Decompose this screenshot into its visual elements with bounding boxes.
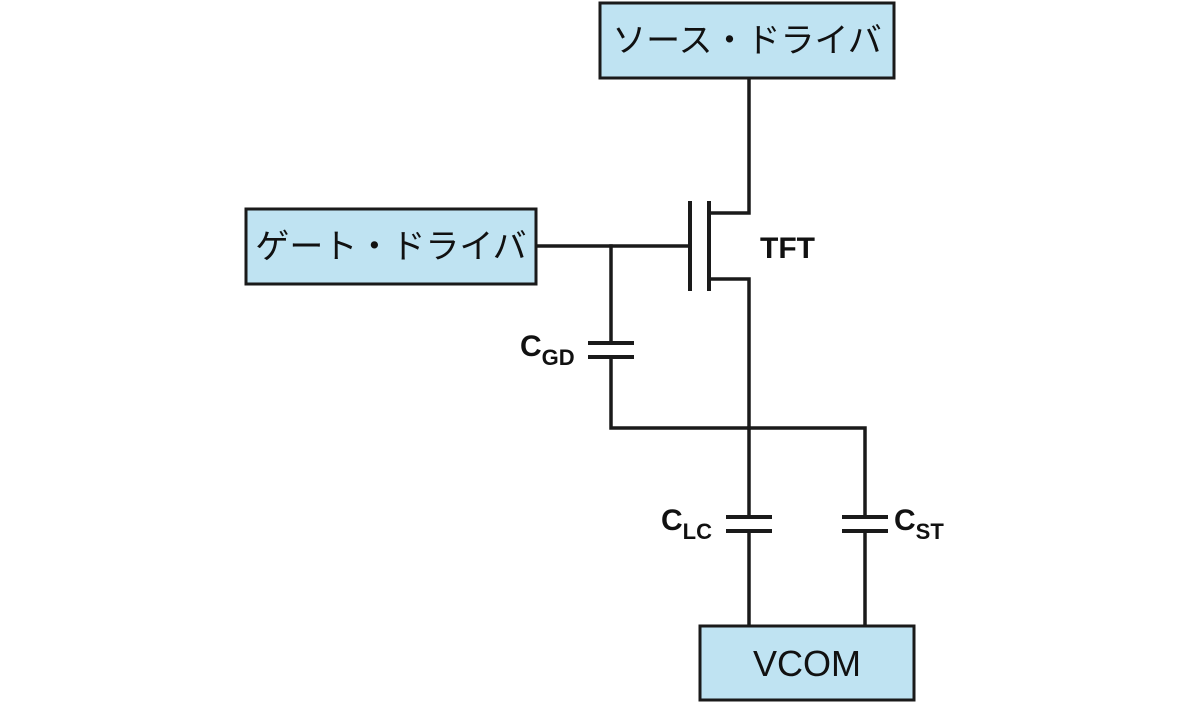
cst-label-sub: ST [916,519,945,544]
capacitor-cgd [588,341,634,359]
cst-label-main: C [894,504,916,537]
source-driver-box [598,1,896,80]
vcom-block: VCOM [698,624,916,702]
clc-label: CLC [661,504,712,544]
vcom-box [698,624,916,702]
clc-label-sub: LC [683,519,712,544]
source-driver-block: ソース・ドライバ [598,1,896,80]
tft-to-node-wire [708,277,751,430]
wires [535,77,867,627]
tft-label: TFT [760,232,815,265]
capacitor-cst [842,515,888,533]
tft-transistor [688,201,711,291]
gate-driver-box [244,207,538,286]
cgd-lower-wire [609,355,867,519]
source-driver-label: ソース・ドライバ [612,21,882,61]
cgd-label-main: C [520,330,542,363]
cgd-label-sub: GD [542,345,575,370]
gate-driver-label: ゲート・ドライバ [255,227,526,267]
cst-label: CST [894,504,944,544]
clc-label-main: C [661,504,683,537]
cgd-label: CGD [520,330,575,370]
source-to-tft-wire [708,77,751,215]
gate-driver-block: ゲート・ドライバ [244,207,538,286]
vcom-label: VCOM [753,643,861,684]
capacitor-clc [726,515,772,533]
